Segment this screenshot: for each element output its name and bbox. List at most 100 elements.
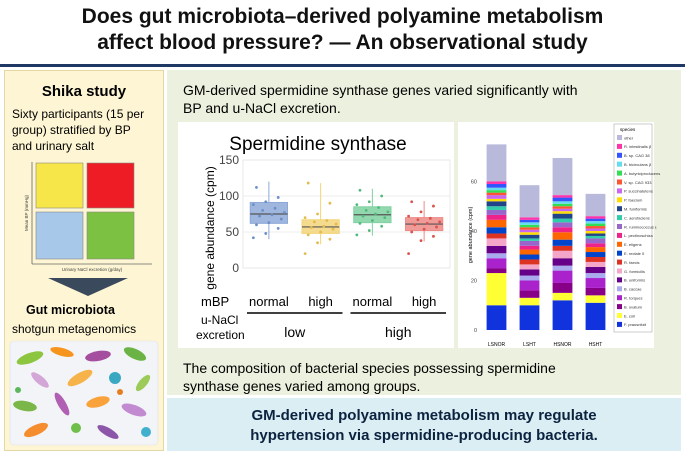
box-y-tick-label: 50: [226, 225, 240, 239]
stack-segment: [552, 227, 573, 233]
mbp-label: high: [308, 294, 333, 309]
box-data-point: [425, 221, 429, 225]
box-data-point: [383, 216, 387, 220]
legend-label: L. pectinoschiza: [624, 233, 653, 238]
box-data-point: [380, 224, 384, 228]
stack-segment: [519, 227, 540, 230]
stack-segment: [552, 203, 573, 207]
box-data-point: [316, 241, 319, 245]
study-heading: Shika study: [42, 83, 127, 100]
stack-segment: [552, 270, 573, 283]
legend-swatch: [617, 277, 622, 283]
stack-segment: [519, 229, 540, 233]
box-data-point: [325, 219, 329, 222]
stack-segment: [486, 144, 507, 182]
nacl-row-label-2: excretion: [196, 328, 245, 342]
legend-label: E. eligens: [624, 242, 642, 247]
legend-swatch: [617, 179, 622, 185]
stack-segment: [585, 193, 606, 217]
box-data-point: [306, 181, 310, 185]
legend-swatch: [617, 286, 622, 292]
box-data-point: [419, 239, 423, 243]
box-data-point: [303, 216, 307, 220]
box-data-point: [283, 211, 286, 214]
nacl-group-label: high: [385, 324, 411, 340]
stack-segment: [585, 233, 606, 236]
box-data-point: [255, 223, 258, 227]
box-y-tick-label: 0: [232, 261, 239, 275]
stack-x-tick-label: LSNOR: [488, 342, 506, 348]
stack-segment: [519, 305, 540, 330]
stack-segment: [519, 245, 540, 250]
legend-label: M. funiformis: [624, 207, 647, 212]
stack-segment: [486, 214, 507, 220]
stack-segment: [585, 295, 606, 303]
down-arrow-icon: [48, 278, 128, 296]
stack-segment: [519, 290, 540, 298]
box-data-point: [306, 233, 310, 237]
box-chart-y-label: gene abundance (cpm): [203, 166, 217, 289]
stack-y-tick-label: 60: [471, 180, 477, 186]
box-data-point: [251, 203, 255, 207]
stack-segment: [552, 157, 573, 196]
stack-segment: [585, 216, 606, 219]
stack-segment: [519, 232, 540, 235]
stack-segment: [552, 206, 573, 209]
finding-2-line-2: synthase genes varied among groups.: [183, 378, 420, 394]
legend-swatch: [617, 143, 622, 149]
stack-segment: [519, 222, 540, 225]
stack-segment: [486, 198, 507, 202]
legend-label: other: [624, 135, 634, 140]
box-data-point: [374, 212, 377, 216]
box-data-point: [273, 206, 277, 210]
box-y-tick-label: 150: [219, 153, 239, 167]
stack-segment: [486, 195, 507, 199]
box-data-point: [419, 210, 423, 214]
box-data-point: [303, 252, 307, 256]
box-data-point: [438, 220, 442, 224]
stack-segment: [486, 192, 507, 196]
page-title: Does gut microbiota–derived polyamine me…: [0, 0, 685, 62]
stack-segment: [585, 278, 606, 288]
legend-label: B. uniformis: [624, 278, 645, 283]
mbp-label: normal: [249, 294, 289, 309]
gut-microbiota-label: Gut microbiota: [26, 303, 116, 317]
stack-segment: [552, 211, 573, 214]
stack-segment: [585, 287, 606, 296]
box-data-point: [309, 226, 313, 230]
stack-segment: [486, 183, 507, 188]
legend-label: R. faecis: [624, 260, 640, 265]
legend-swatch: [617, 170, 622, 176]
nacl-row-label-1: u-NaCl: [201, 313, 238, 327]
stack-segment: [585, 223, 606, 227]
stack-segment: [486, 258, 507, 269]
box-data-point: [410, 230, 414, 234]
box-data-point: [358, 221, 362, 225]
study-desc-line-2: group) stratified by BP: [12, 123, 131, 137]
stack-segment: [519, 259, 540, 265]
legend-label: B. caccae: [624, 287, 642, 292]
legend-label: P. faecium: [624, 198, 643, 203]
stack-segment: [486, 238, 507, 246]
stack-segment: [585, 256, 606, 262]
legend-label: A. butyriciproducens: [624, 171, 660, 176]
stack-segment: [519, 297, 540, 306]
title-divider: [0, 64, 685, 67]
stack-segment: [585, 221, 606, 224]
nacl-group-label: low: [284, 324, 306, 340]
bacteria-illustration: [9, 340, 159, 446]
legend-label: E. coli: [624, 313, 635, 318]
box-data-point: [377, 206, 380, 209]
box-data-point: [432, 234, 435, 238]
stack-segment: [552, 213, 573, 219]
stack-segment: [486, 253, 507, 259]
box-data-point: [355, 233, 359, 237]
mbp-row-label: mBP: [201, 294, 229, 309]
stack-segment: [552, 300, 573, 330]
legend-swatch: [617, 197, 622, 203]
legend-label: B. ovatum: [624, 304, 643, 309]
conclusion-line-2: hypertension via spermidine-producing ba…: [250, 427, 598, 444]
stack-segment: [519, 224, 540, 228]
